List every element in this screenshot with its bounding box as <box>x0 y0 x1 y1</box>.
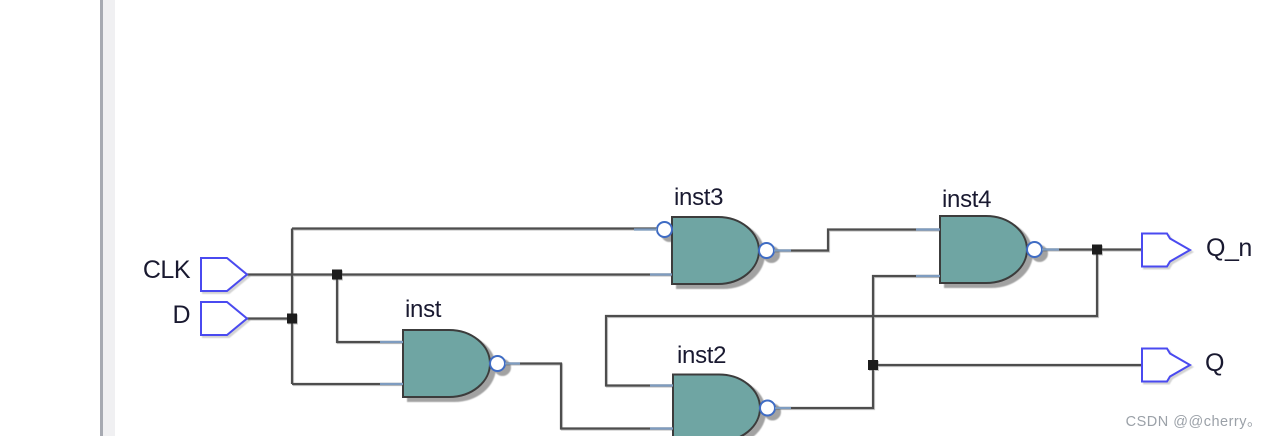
junction-d <box>287 313 297 324</box>
wire-inst3-out-to-inst4[interactable] <box>774 228 940 252</box>
junction-qn <box>1092 244 1102 255</box>
inst2-output-bubble <box>759 399 776 417</box>
wire-clk-branch-to-inst[interactable] <box>335 274 403 344</box>
output-port-qn[interactable] <box>1141 232 1193 268</box>
junction-q <box>868 360 878 370</box>
nand-gate-inst[interactable] <box>402 329 491 398</box>
pane-splitter-band <box>103 0 115 436</box>
watermark: CSDN @@cherry。 <box>1125 414 1262 430</box>
inst-output-bubble <box>489 355 506 372</box>
inst3-output-bubble <box>758 242 775 259</box>
port-label-q[interactable]: Q <box>1205 349 1224 377</box>
port-label-d[interactable]: D <box>172 301 190 329</box>
inst3-inverted-input-bubble <box>656 221 673 238</box>
inst4-output-bubble <box>1026 241 1043 258</box>
wire-inst-out-to-inst2[interactable] <box>505 362 673 430</box>
wire-inst2-out-to-inst4[interactable] <box>775 274 940 410</box>
gate-label-inst[interactable]: inst <box>405 296 442 323</box>
port-label-clk[interactable]: CLK <box>142 256 191 284</box>
nand-gate-inst4[interactable] <box>939 215 1028 284</box>
gate-label-inst4[interactable]: inst4 <box>942 186 992 213</box>
gate-label-inst2[interactable]: inst2 <box>677 342 727 369</box>
port-label-qn[interactable]: Q_n <box>1206 234 1252 262</box>
nand-gate-inst2[interactable] <box>672 373 761 436</box>
input-port-d[interactable] <box>200 301 249 336</box>
input-port-clk[interactable] <box>200 257 249 292</box>
wire-qn-feedback-to-inst2[interactable] <box>604 249 1099 387</box>
junction-clk <box>332 269 342 280</box>
gate-label-inst3[interactable]: inst3 <box>674 184 724 211</box>
output-port-q[interactable] <box>1141 347 1193 383</box>
nand-gate-inst3[interactable] <box>671 216 760 285</box>
pane-splitter[interactable] <box>100 0 103 436</box>
